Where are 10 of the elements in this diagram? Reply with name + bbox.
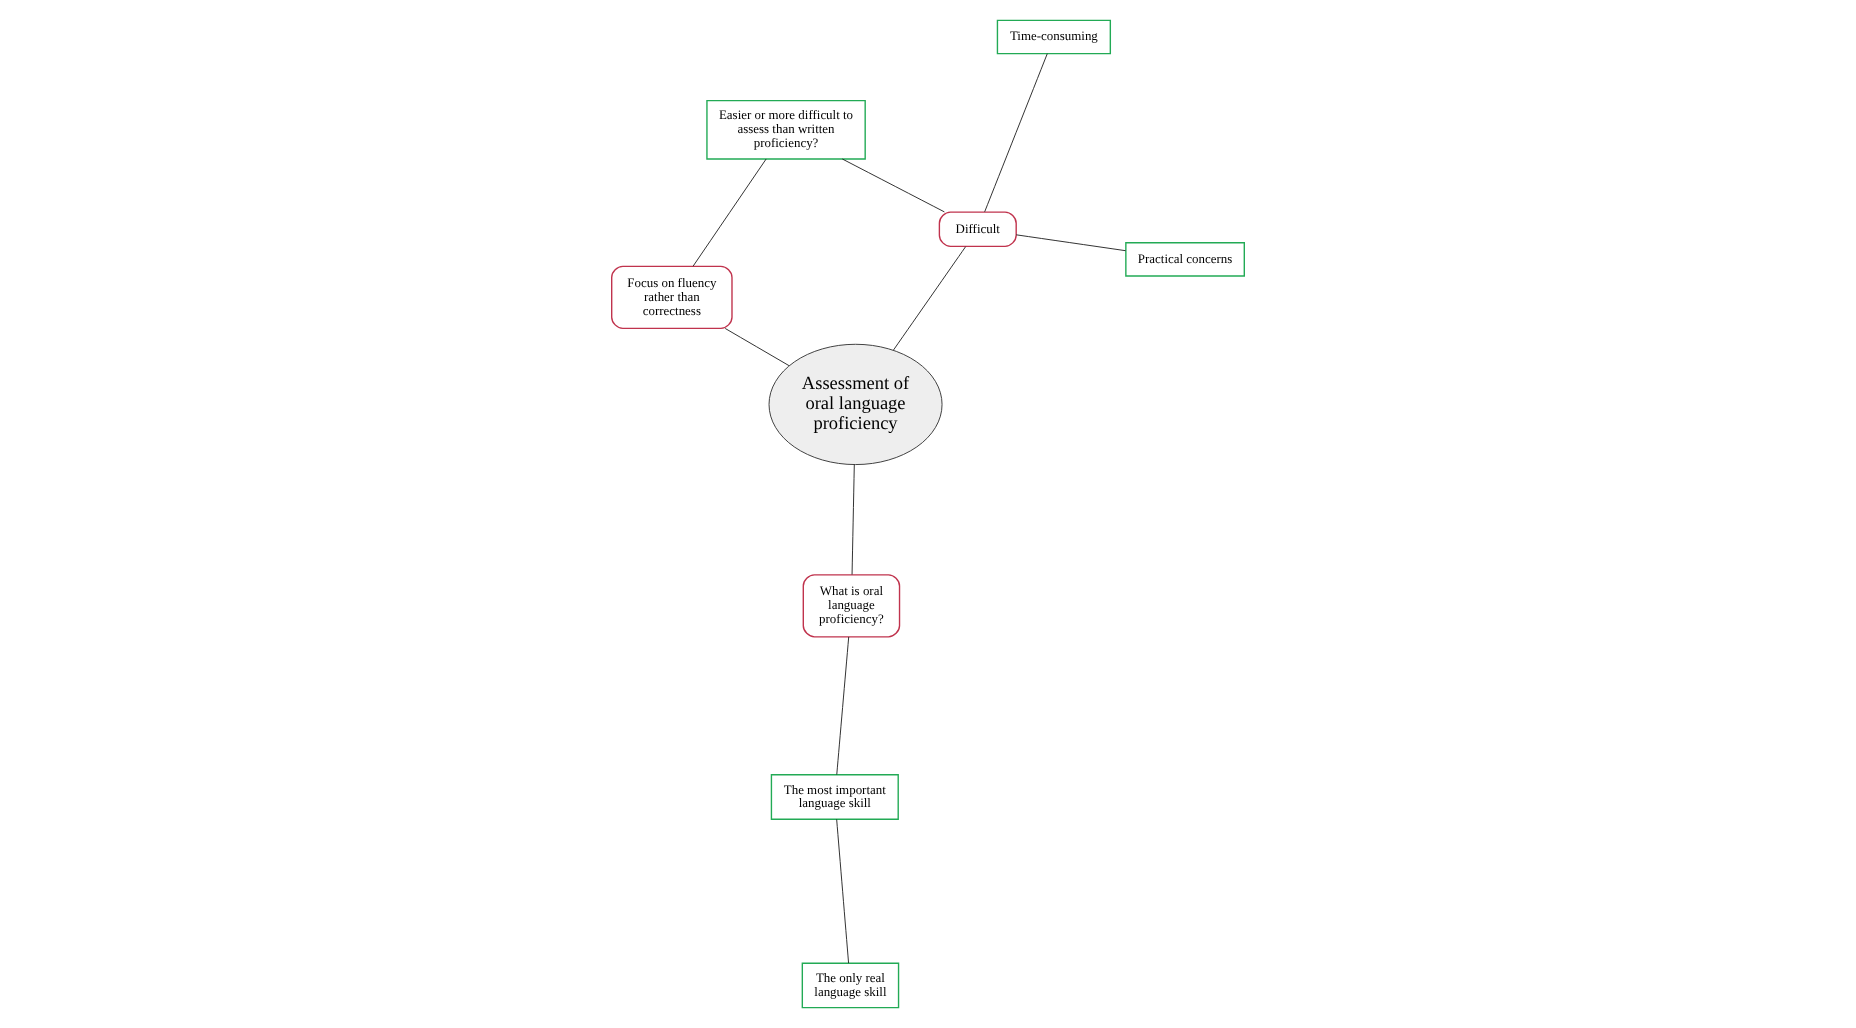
connector (692, 158, 767, 267)
connector (724, 328, 790, 367)
connector (841, 158, 945, 213)
node-ellipse: Assessment of oral language proficiency (768, 343, 943, 466)
connector (893, 246, 967, 351)
connector (1015, 234, 1127, 252)
connector (984, 53, 1048, 213)
connector (836, 818, 850, 964)
connector (836, 636, 850, 776)
connector (851, 464, 855, 576)
